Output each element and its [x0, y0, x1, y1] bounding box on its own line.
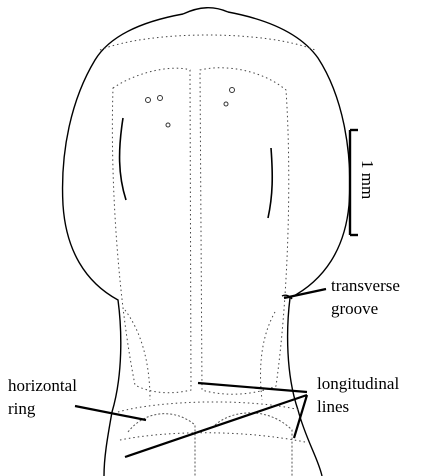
- pore: [230, 88, 235, 93]
- stipple-texture: [100, 35, 315, 442]
- pointer-longitudinal-lower-left: [125, 395, 307, 457]
- pore: [146, 98, 151, 103]
- label-longitudinal-lines-line2: lines: [317, 397, 349, 416]
- left-panel-stipple: [112, 68, 191, 393]
- ring-stipple: [118, 402, 305, 442]
- scale-bar-label: 1 mm: [358, 160, 377, 199]
- pointer-transverse-groove: [284, 289, 326, 298]
- structure-outline: [63, 8, 350, 476]
- label-horizontal-ring-line1: horizontal: [8, 376, 77, 395]
- left-lobe-crease: [120, 118, 126, 200]
- pore: [224, 102, 228, 106]
- label-transverse-groove-line1: transverse: [331, 276, 400, 295]
- pore: [158, 96, 163, 101]
- pore: [166, 123, 170, 127]
- top-band-stipple: [100, 35, 315, 50]
- right-panel-stipple: [200, 68, 289, 394]
- label-horizontal-ring-line2: ring: [8, 399, 36, 418]
- scale-bar: [350, 130, 358, 235]
- right-lobe-crease: [268, 148, 272, 218]
- horizontal-ring-segments: [128, 413, 292, 476]
- label-longitudinal-lines-line1: longitudinal: [317, 374, 399, 393]
- label-transverse-groove-line2: groove: [331, 299, 378, 318]
- pointer-longitudinal-center: [198, 383, 307, 392]
